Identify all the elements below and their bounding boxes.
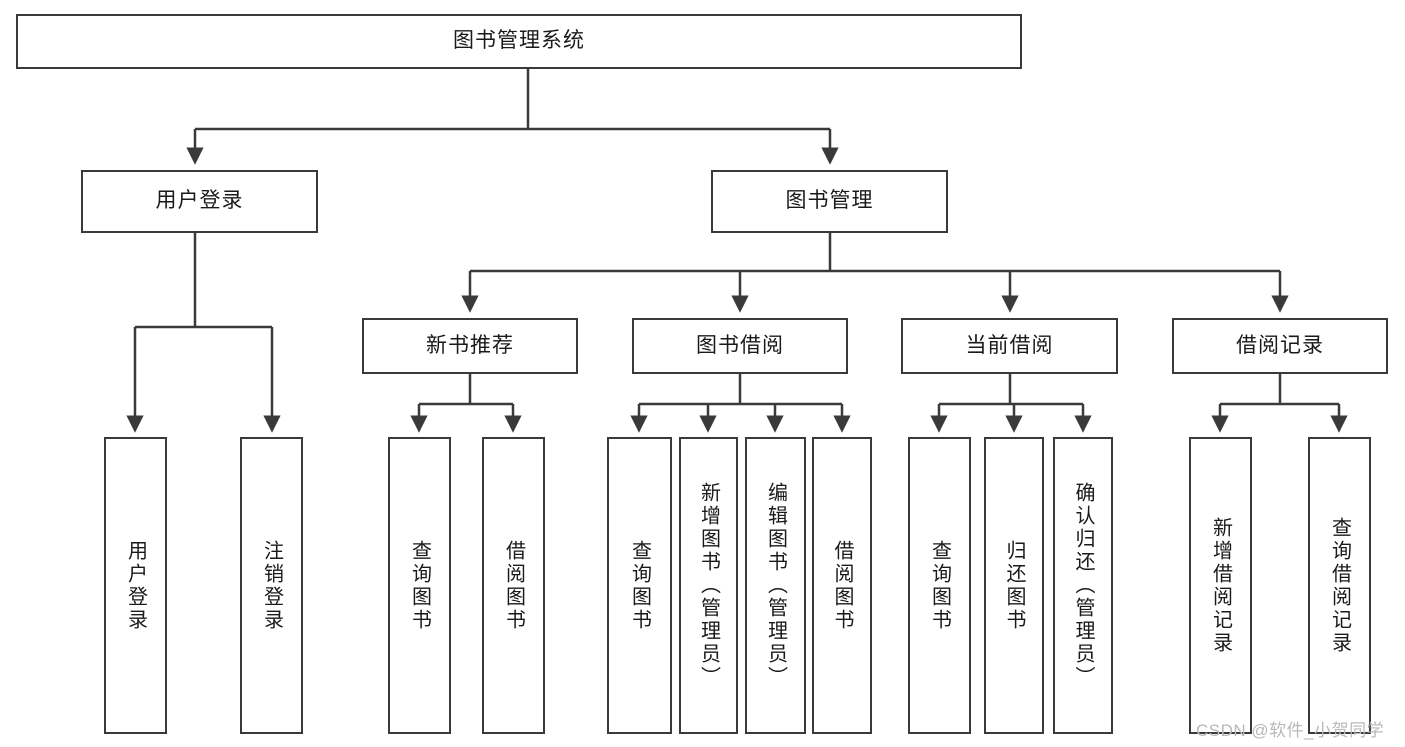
node-leaf-query-borrow-record-label: 查询借阅记录 — [1328, 516, 1351, 655]
node-leaf-add-borrow-record[interactable]: 新增借阅记录 — [1189, 437, 1252, 734]
node-leaf-borrow-book-2[interactable]: 借阅图书 — [812, 437, 872, 734]
node-new-book-recommend[interactable]: 新书推荐 — [362, 318, 578, 374]
watermark-text: CSDN @软件_小贺同学 — [1196, 721, 1385, 740]
node-leaf-confirm-return-admin-label: 确认归还（管理员） — [1072, 482, 1094, 689]
node-borrow-record-label: 借阅记录 — [1236, 333, 1324, 357]
node-leaf-borrow-book-1[interactable]: 借阅图书 — [482, 437, 545, 734]
node-leaf-query-book-2[interactable]: 查询图书 — [607, 437, 672, 734]
node-book-management[interactable]: 图书管理 — [711, 170, 948, 233]
node-book-borrow-label: 图书借阅 — [696, 333, 784, 357]
node-leaf-query-book-3-label: 查询图书 — [928, 539, 951, 632]
node-new-book-recommend-label: 新书推荐 — [426, 333, 514, 357]
node-leaf-logout[interactable]: 注销登录 — [240, 437, 303, 734]
node-leaf-add-book-admin[interactable]: 新增图书（管理员） — [679, 437, 738, 734]
node-leaf-query-borrow-record[interactable]: 查询借阅记录 — [1308, 437, 1371, 734]
node-leaf-query-book-2-label: 查询图书 — [628, 539, 651, 632]
node-leaf-borrow-book-2-label: 借阅图书 — [831, 539, 853, 632]
node-leaf-add-book-admin-label: 新增图书（管理员） — [697, 482, 720, 689]
node-current-borrow[interactable]: 当前借阅 — [901, 318, 1118, 374]
node-leaf-logout-label: 注销登录 — [260, 539, 283, 632]
node-book-management-label: 图书管理 — [785, 189, 874, 213]
node-root[interactable]: 图书管理系统 — [16, 14, 1022, 69]
node-leaf-query-book-3[interactable]: 查询图书 — [908, 437, 971, 734]
node-leaf-confirm-return-admin[interactable]: 确认归还（管理员） — [1053, 437, 1113, 734]
node-leaf-return-book[interactable]: 归还图书 — [984, 437, 1044, 734]
node-leaf-edit-book-admin-label: 编辑图书（管理员） — [764, 482, 787, 689]
node-current-borrow-label: 当前借阅 — [965, 333, 1054, 357]
node-leaf-user-login[interactable]: 用户登录 — [104, 437, 167, 734]
node-user-login-label: 用户登录 — [155, 189, 244, 213]
node-leaf-user-login-label: 用户登录 — [124, 539, 147, 632]
node-user-login[interactable]: 用户登录 — [81, 170, 318, 233]
node-leaf-borrow-book-1-label: 借阅图书 — [502, 539, 525, 632]
node-leaf-add-borrow-record-label: 新增借阅记录 — [1209, 516, 1232, 655]
node-root-label: 图书管理系统 — [453, 29, 585, 53]
node-book-borrow[interactable]: 图书借阅 — [632, 318, 848, 374]
node-leaf-return-book-label: 归还图书 — [1003, 539, 1025, 632]
node-borrow-record[interactable]: 借阅记录 — [1172, 318, 1388, 374]
node-leaf-edit-book-admin[interactable]: 编辑图书（管理员） — [745, 437, 806, 734]
node-leaf-query-book-1[interactable]: 查询图书 — [388, 437, 451, 734]
node-leaf-query-book-1-label: 查询图书 — [408, 539, 431, 632]
